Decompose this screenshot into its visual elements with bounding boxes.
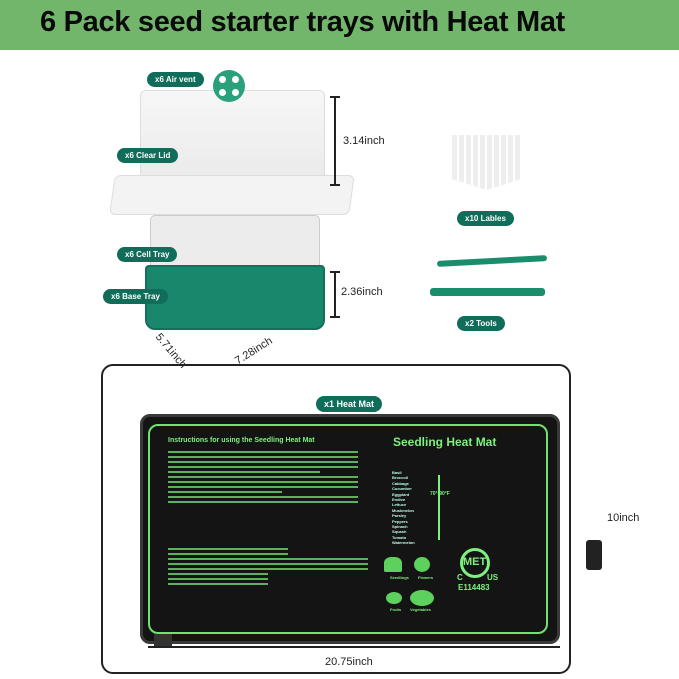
- icon-flowers: Flowers: [418, 575, 434, 580]
- mat-length-dim: 20.75inch: [325, 656, 373, 668]
- heat-mat-label: x1 Heat Mat: [316, 396, 383, 412]
- cell-tray-label: x6 Cell Tray: [117, 247, 178, 262]
- base-tray-label: x6 Base Tray: [103, 289, 168, 304]
- flower-icon: [414, 557, 430, 572]
- icon-seedlings: Seedlings: [390, 575, 409, 580]
- transplanter-tool-image: [436, 255, 548, 267]
- crop-item: Cabbage: [392, 480, 409, 486]
- icon-vegetables: Vegetables: [410, 607, 431, 612]
- met-mark: MET: [463, 556, 487, 568]
- clear-lid-rim: [109, 175, 355, 215]
- lid-height-dim: 3.14inch: [343, 135, 385, 147]
- cert-c: C: [457, 573, 463, 582]
- crop-item: Endive: [392, 497, 406, 503]
- mat-warning-text: [168, 545, 368, 588]
- crop-item: Spinach: [392, 524, 408, 530]
- shovel-tool-image: [430, 288, 545, 296]
- clear-lid-label: x6 Clear Lid: [117, 148, 179, 163]
- crop-item: Eggplant: [392, 491, 410, 497]
- cert-number: E114483: [458, 583, 490, 592]
- plant-labels-image: [452, 135, 522, 190]
- crop-item: Cucumber: [392, 486, 412, 492]
- crop-item: Squash: [392, 529, 407, 535]
- base-tray-image: [145, 265, 325, 330]
- air-vent-label: x6 Air vent: [147, 72, 204, 87]
- mat-height-dim: 10inch: [607, 512, 640, 524]
- mat-instructions-text: [168, 448, 358, 506]
- tray-length-dim: 7.28inch: [232, 334, 275, 368]
- crop-item: Muskmelon: [392, 507, 415, 513]
- met-cert-logo: [460, 548, 490, 578]
- heat-mat-border: [148, 424, 548, 634]
- lid-height-line: [334, 96, 336, 185]
- crop-item: Broccoli: [392, 475, 409, 481]
- cert-us: US: [487, 573, 499, 582]
- tray-height-dim: 2.36inch: [341, 286, 383, 298]
- mat-brand-title: Seedling Heat Mat: [393, 435, 497, 449]
- power-plug-icon: [586, 540, 602, 570]
- vegetable-icon: [410, 590, 434, 606]
- labels-label: x10 Lables: [457, 211, 514, 226]
- cord-outlet: [154, 634, 172, 648]
- seedling-icon: [384, 557, 402, 572]
- crop-item: Lettuce: [392, 502, 407, 508]
- crop-item: Tomato: [392, 534, 407, 540]
- crop-item: Parsley: [392, 513, 407, 519]
- crop-item: Basil: [392, 470, 402, 475]
- mat-height-line: [569, 408, 571, 634]
- temp-arrow-icon: [438, 475, 440, 540]
- tray-height-line: [334, 271, 336, 317]
- tools-label: x2 Tools: [457, 316, 505, 331]
- mat-length-line: [148, 646, 560, 648]
- title-banner: [0, 0, 679, 50]
- mat-instructions-title: Instructions for using the Seedling Heat…: [168, 437, 315, 444]
- icon-fruits: Fruits: [390, 607, 402, 612]
- crop-item: Watermelon: [392, 540, 415, 546]
- fruit-icon: [386, 592, 402, 604]
- page-title: 6 Pack seed starter trays with Heat Mat: [40, 6, 566, 38]
- air-vent-image: [213, 70, 245, 102]
- crop-item: Peppers: [392, 518, 408, 524]
